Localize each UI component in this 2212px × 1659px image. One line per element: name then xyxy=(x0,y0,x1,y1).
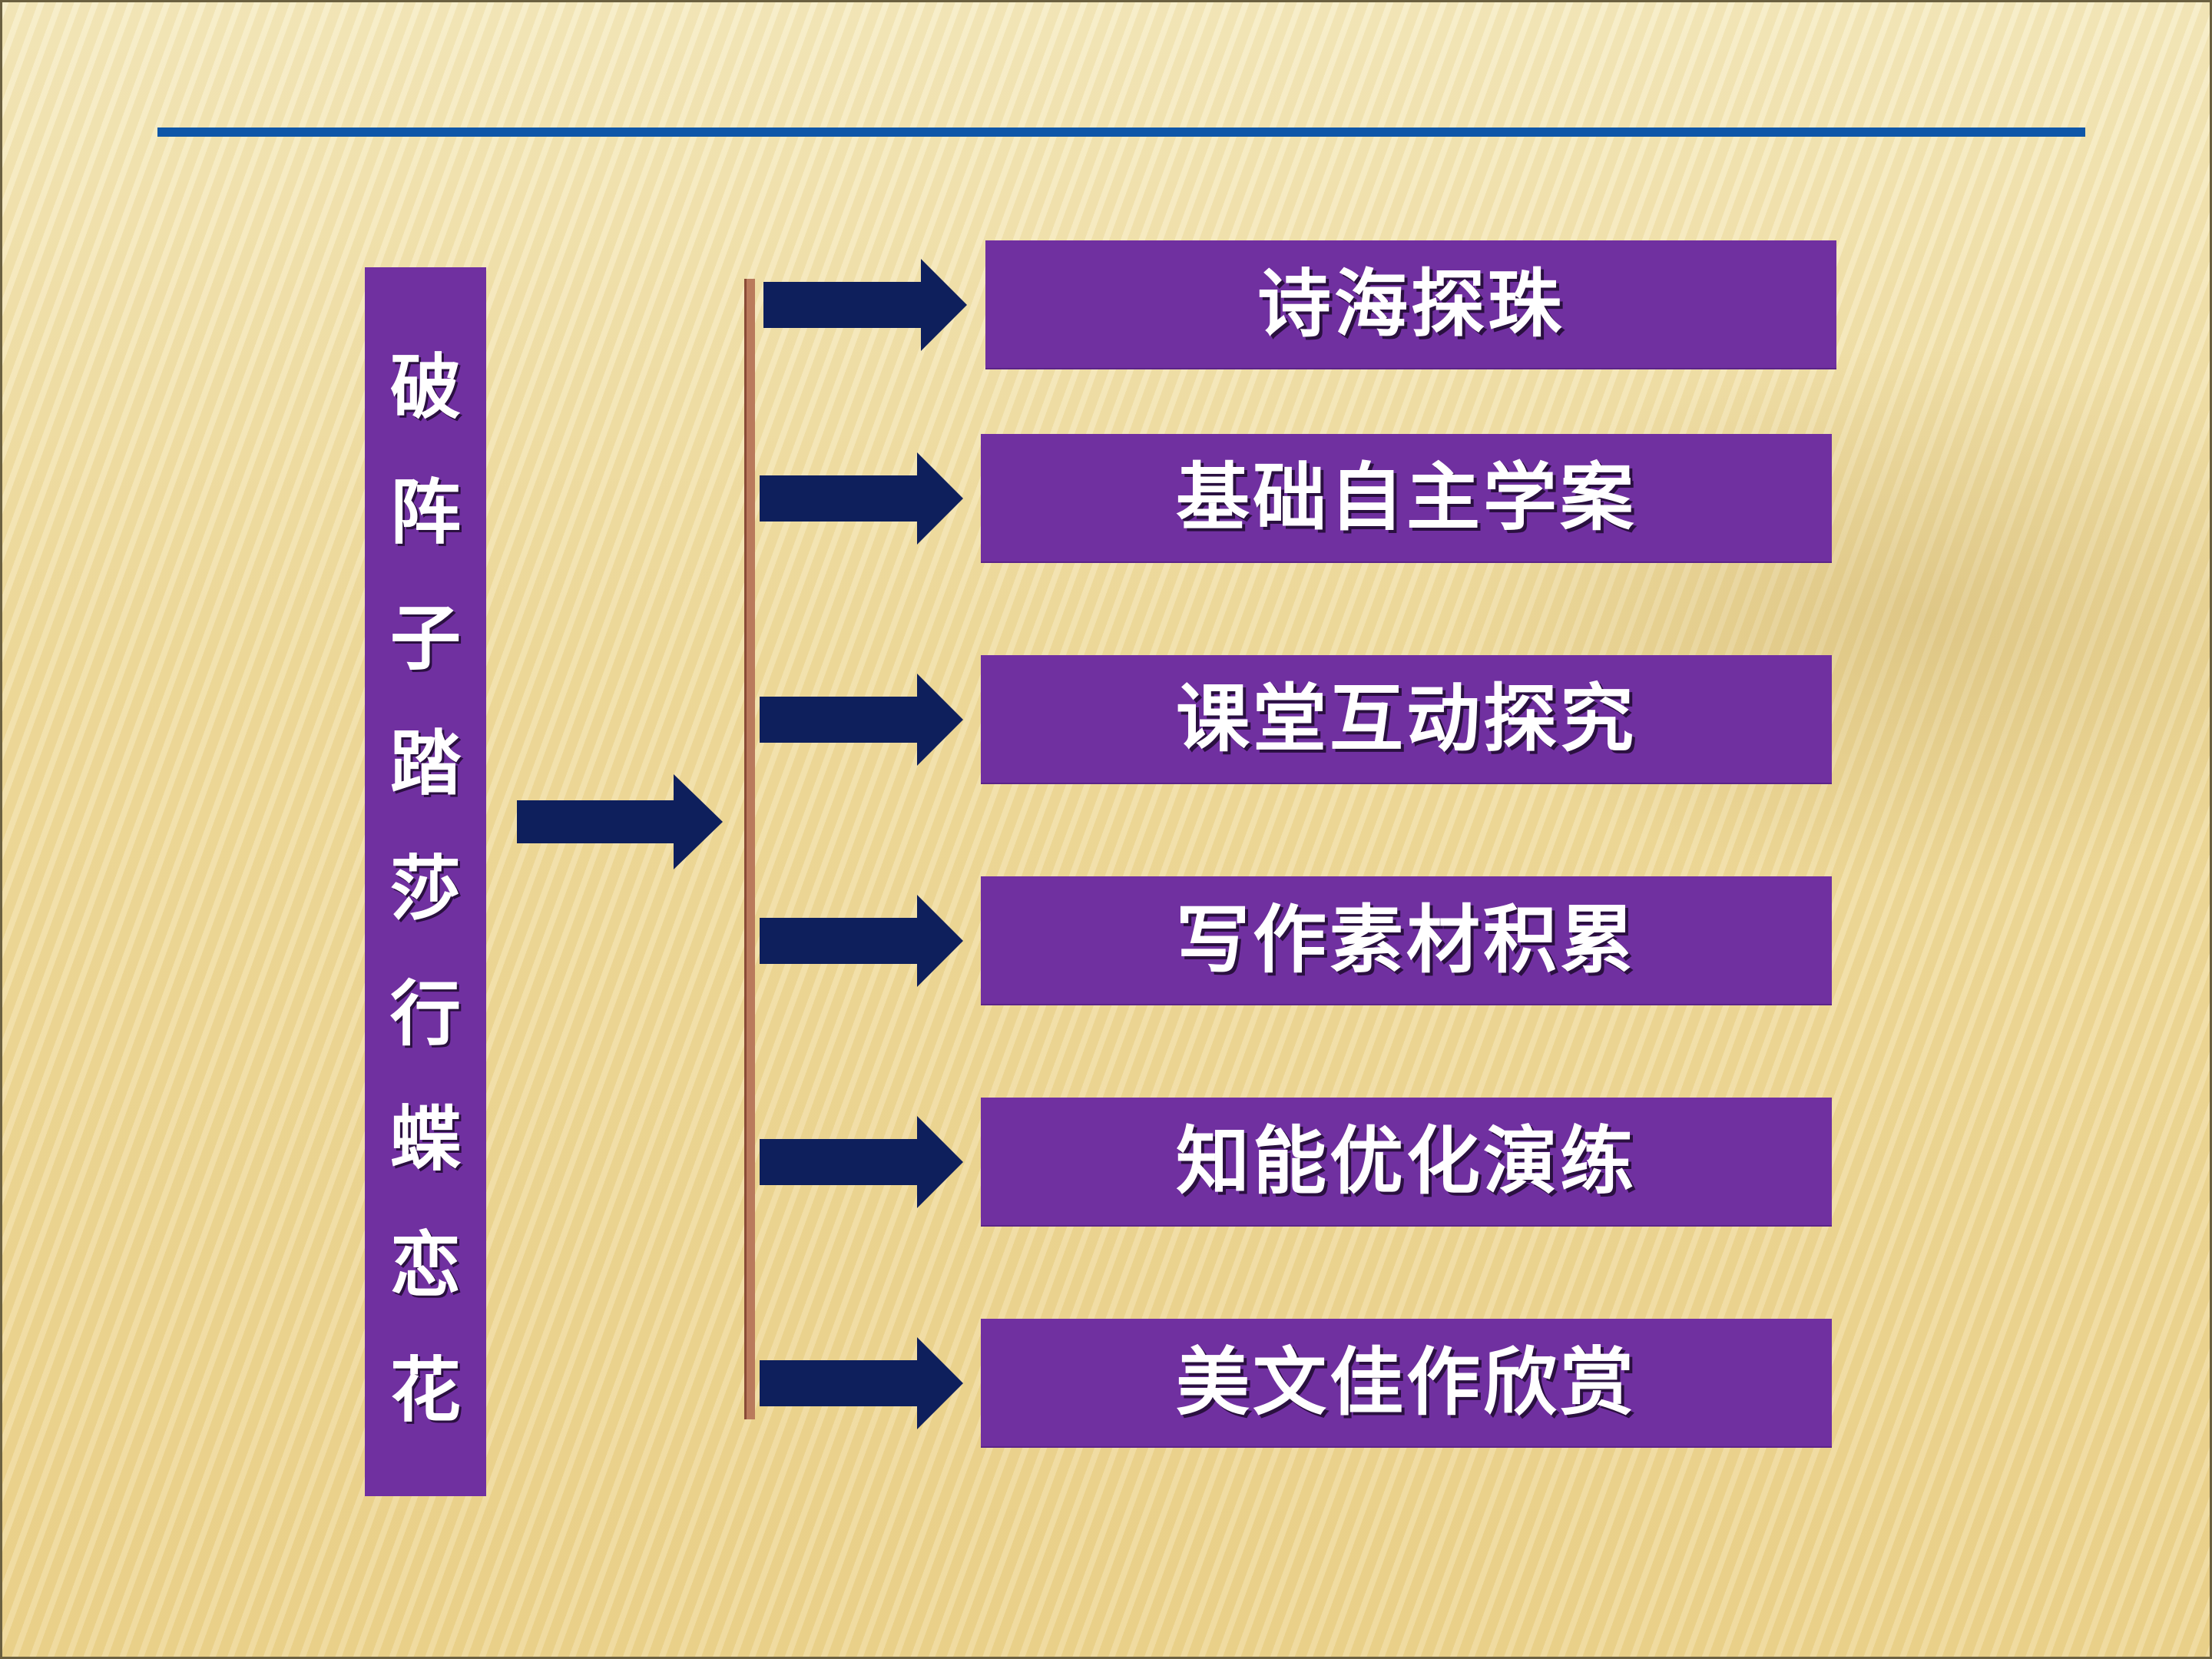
section-label: 写作素材积累 xyxy=(1176,897,1637,983)
section-label: 基础自主学案 xyxy=(1176,455,1637,541)
branch-arrow-icon xyxy=(760,1337,963,1429)
title-char: 恋 xyxy=(389,1224,461,1306)
section-box[interactable]: 课堂互动探究 xyxy=(981,655,1832,784)
title-char: 破 xyxy=(389,346,461,429)
section-label: 美文佳作欣赏 xyxy=(1176,1339,1637,1426)
branch-arrow-icon xyxy=(760,674,963,766)
vertical-title: 破 阵 子 踏 莎 行 蝶 恋 花 xyxy=(365,267,486,1496)
main-arrow-icon xyxy=(517,774,723,869)
title-char: 阵 xyxy=(389,472,461,555)
title-char: 行 xyxy=(389,973,461,1056)
section-label: 诗海探珠 xyxy=(1257,261,1565,347)
section-box[interactable]: 写作素材积累 xyxy=(981,876,1832,1005)
title-char: 踏 xyxy=(389,722,461,805)
section-box[interactable]: 诗海探珠 xyxy=(985,240,1836,369)
branch-arrow-icon xyxy=(763,259,967,351)
title-char: 子 xyxy=(389,597,461,680)
title-char: 蝶 xyxy=(389,1098,461,1181)
section-box[interactable]: 基础自主学案 xyxy=(981,434,1832,563)
section-box[interactable]: 知能优化演练 xyxy=(981,1098,1832,1227)
branch-connector-line xyxy=(744,279,755,1419)
branch-arrow-icon xyxy=(760,1116,963,1208)
title-char: 莎 xyxy=(389,847,461,930)
branch-arrow-icon xyxy=(760,895,963,987)
top-divider xyxy=(157,127,2085,137)
title-char: 花 xyxy=(389,1349,461,1432)
branch-arrow-icon xyxy=(760,452,963,545)
section-label: 课堂互动探究 xyxy=(1176,676,1637,762)
section-label: 知能优化演练 xyxy=(1176,1118,1637,1204)
section-box[interactable]: 美文佳作欣赏 xyxy=(981,1319,1832,1448)
